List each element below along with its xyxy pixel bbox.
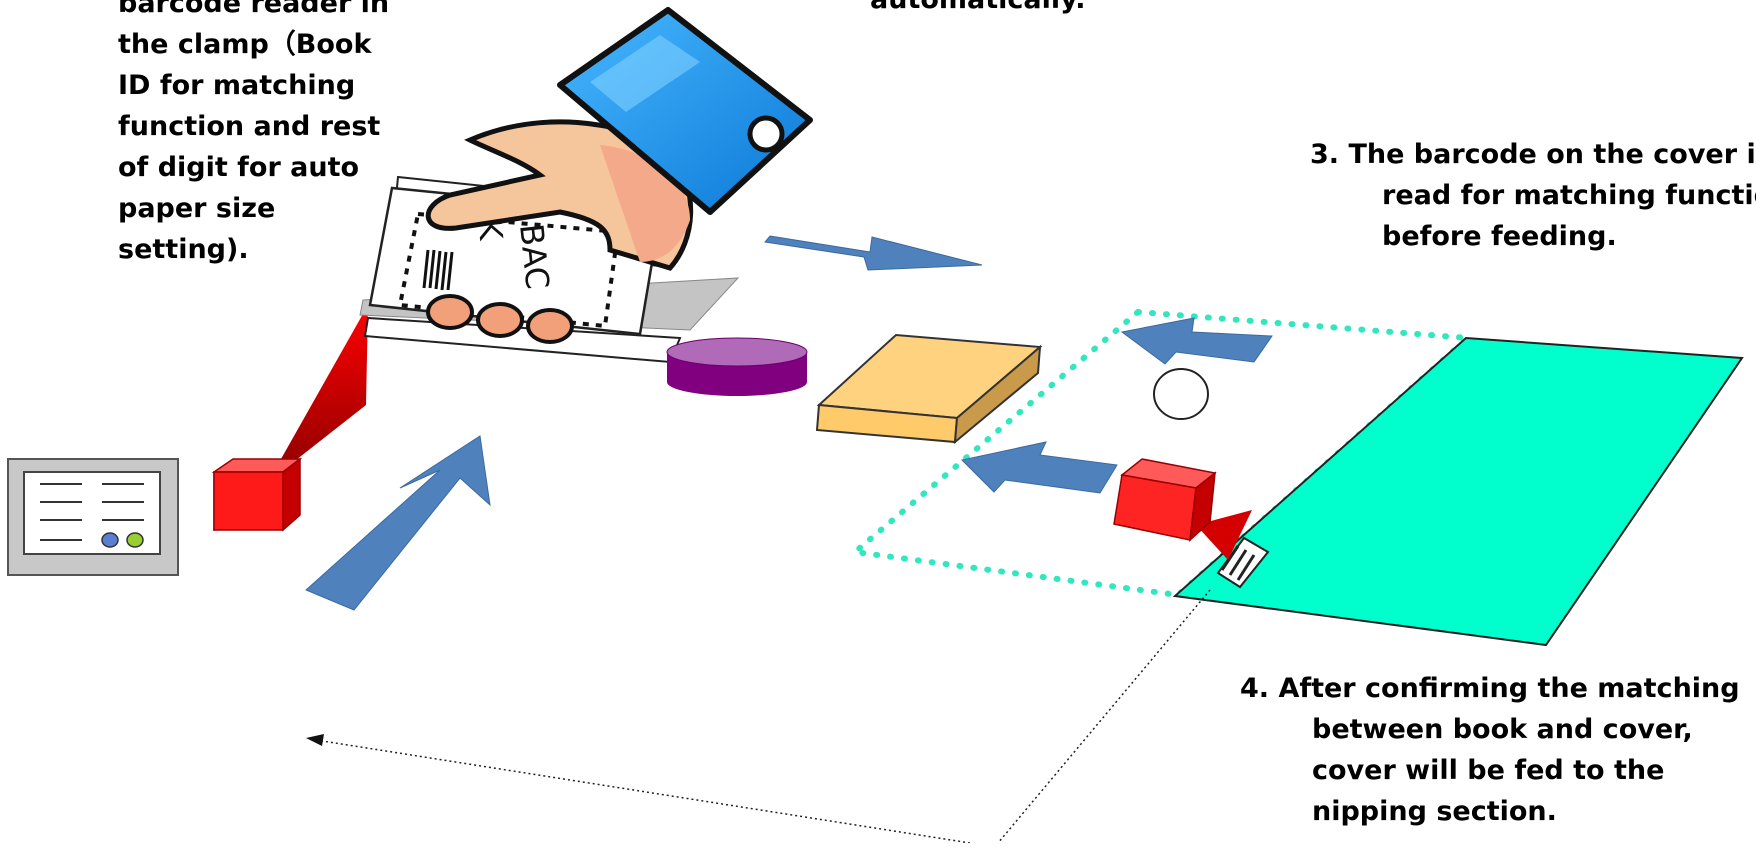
annotation-step-left: barcode reader in the clamp（Book ID for … [118, 0, 389, 270]
panel-blue-button-icon [101, 532, 119, 548]
clamp-barcode-reader [211, 305, 368, 532]
annotation-line: 3. The barcode on the cover is [1310, 139, 1756, 170]
return-arrow-upper-icon [1120, 317, 1273, 365]
annotation-line: automatically. [870, 0, 1086, 20]
hand-icon [425, 7, 813, 344]
annotation-line: setting). [118, 234, 249, 265]
feedback-dotted-line [306, 589, 1211, 844]
annotation-line: paper size [118, 193, 276, 224]
purple-puck [666, 337, 808, 396]
annotation-line: the clamp（Book [118, 29, 372, 60]
book-block [815, 333, 1043, 445]
cufflink-icon [747, 115, 785, 153]
annotation-step-3: 3. The barcode on the cover is read for … [1310, 134, 1756, 257]
return-arrow-lower-icon [960, 441, 1118, 494]
feedback-arrowhead-icon [306, 734, 324, 746]
annotation-step-top: automatically. [870, 0, 1086, 20]
annotation-step-4: 4. After confirming the matching between… [1240, 668, 1740, 832]
annotation-line: read for matching function [1382, 180, 1756, 211]
cover-sheet [1172, 336, 1744, 647]
annotation-line: ID for matching [118, 70, 356, 101]
reader-beam-icon [268, 305, 368, 482]
annotation-line: before feeding. [1382, 221, 1617, 252]
panel-green-button-icon [126, 532, 144, 548]
cover-barcode-reader [1113, 458, 1252, 560]
annotation-line: nipping section. [1312, 796, 1557, 827]
sensor-circle-icon [1153, 368, 1209, 420]
panel-lines-icon [40, 483, 144, 541]
control-panel [7, 458, 179, 576]
cover-barcode-icon [1216, 536, 1270, 589]
book-label: BAC [512, 222, 557, 291]
annotation-line: between book and cover, [1312, 714, 1693, 745]
annotation-line: 4. After confirming the matching [1240, 673, 1740, 704]
book-barcode-icon [422, 249, 454, 291]
move-arrow-right-icon [764, 235, 983, 271]
annotation-line: barcode reader in [118, 0, 390, 19]
feed-arrow-up-icon [305, 435, 491, 611]
annotation-line: function and rest [118, 111, 381, 142]
annotation-line: of digit for auto [118, 152, 360, 183]
annotation-line: cover will be fed to the [1312, 755, 1665, 786]
